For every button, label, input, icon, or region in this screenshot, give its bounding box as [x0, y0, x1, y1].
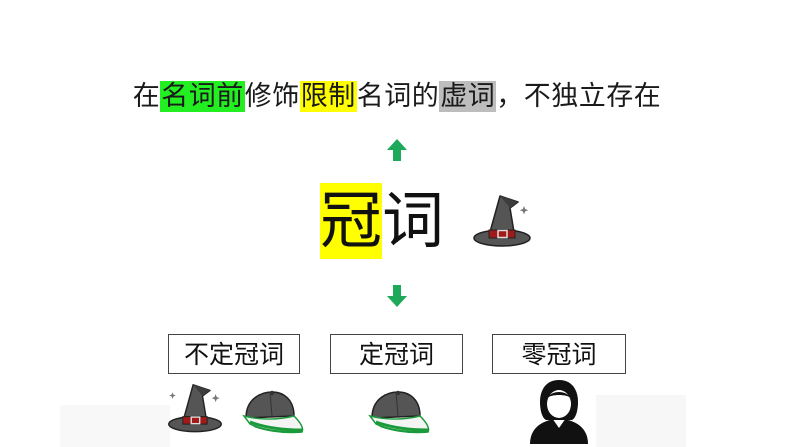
- definition-sentence: 在名词前修饰限制名词的虚词，不独立存在: [0, 74, 794, 113]
- cap-icon: [368, 390, 430, 434]
- definition-segment: 在: [132, 81, 161, 112]
- background-shade-right: [596, 395, 686, 447]
- box-zero-article: 零冠词: [492, 334, 626, 374]
- box-indefinite-article: 不定冠词: [168, 334, 300, 374]
- definition-highlight-gray: 虚词: [439, 81, 497, 112]
- definition-highlight-green: 名词前: [160, 81, 245, 112]
- witch-hat-icon: [473, 195, 531, 247]
- definition-segment: 名词的: [356, 81, 440, 112]
- main-term-highlighted-char: 冠: [320, 183, 383, 259]
- person-icon: [530, 380, 588, 444]
- definition-segment: 修饰: [244, 81, 300, 112]
- cap-icon: [242, 390, 304, 434]
- main-term-second-char: 词: [382, 184, 445, 257]
- box-definite-article: 定冠词: [330, 334, 463, 374]
- definition-highlight-yellow: 限制: [299, 81, 357, 112]
- witch-hat-icon: [168, 384, 222, 433]
- arrow-up-icon: [387, 139, 407, 161]
- definition-segment: ，不独立存在: [496, 81, 662, 112]
- main-term: 冠词: [320, 183, 444, 259]
- background-shade-left: [60, 405, 170, 447]
- arrow-down-icon: [387, 285, 407, 307]
